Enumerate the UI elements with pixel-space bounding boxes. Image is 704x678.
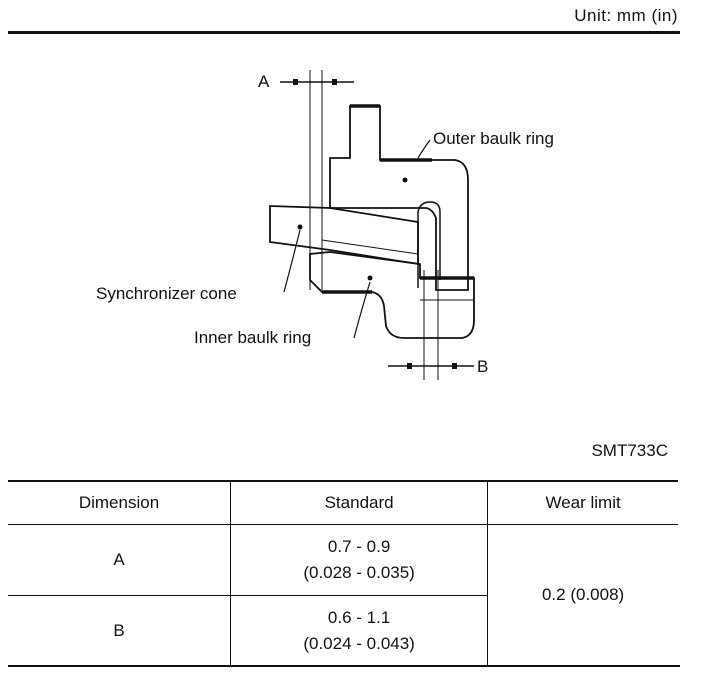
header-standard: Standard bbox=[229, 480, 489, 525]
outer-ring-leader bbox=[417, 139, 431, 159]
figure-ref: SMT733C bbox=[591, 441, 668, 460]
bottom-rule bbox=[8, 665, 680, 667]
dim-b-tick-right bbox=[452, 363, 457, 369]
outer-baulk-ring-shape bbox=[329, 105, 469, 291]
row-b-standard: 0.6 - 1.1 (0.024 - 0.043) bbox=[229, 595, 488, 666]
sync-cone-leader bbox=[283, 229, 301, 293]
header-wear-limit: Wear limit bbox=[487, 480, 678, 525]
inner-ring-leader bbox=[353, 281, 371, 339]
cone-dot bbox=[297, 224, 303, 230]
outer-ring-dot bbox=[402, 177, 408, 183]
synchronizer-cone-shape bbox=[269, 205, 419, 266]
row-a-standard-in: (0.028 - 0.035) bbox=[303, 563, 415, 582]
inner-ring-label: Inner baulk ring bbox=[194, 328, 311, 347]
cone-taper-line bbox=[321, 239, 419, 255]
unit-label: Unit: mm (in) bbox=[574, 6, 678, 25]
header-dimension: Dimension bbox=[8, 480, 231, 525]
baulk-ring-diagram: A B Outer baulk ring Synchronizer cone I… bbox=[96, 70, 554, 380]
outer-ring-inner-slot bbox=[417, 201, 441, 288]
top-rule bbox=[8, 31, 680, 34]
inner-baulk-ring-shape bbox=[309, 251, 475, 339]
dim-a-tick-left bbox=[293, 79, 298, 85]
row-b-standard-mm: 0.6 - 1.1 bbox=[327, 608, 391, 627]
wear-limit-value: 0.2 (0.008) bbox=[487, 524, 678, 667]
dim-b-label: B bbox=[477, 357, 488, 376]
row-a-standard-mm: 0.7 - 0.9 bbox=[327, 537, 391, 556]
dim-a-tick-right bbox=[332, 79, 337, 85]
row-b-standard-in: (0.024 - 0.043) bbox=[303, 634, 415, 653]
dim-b-tick-left bbox=[407, 363, 412, 369]
inner-ring-dot bbox=[367, 275, 373, 281]
outer-ring-label: Outer baulk ring bbox=[433, 129, 554, 148]
row-a-standard: 0.7 - 0.9 (0.028 - 0.035) bbox=[229, 524, 489, 596]
dim-a-label: A bbox=[258, 72, 270, 91]
sync-cone-label: Synchronizer cone bbox=[96, 284, 237, 303]
row-a-dimension: A bbox=[8, 524, 231, 596]
table-row: B 0.6 - 1.1 (0.024 - 0.043) bbox=[8, 595, 678, 666]
row-b-dimension: B bbox=[8, 595, 231, 666]
table-header-row: Dimension Standard Wear limit bbox=[8, 480, 678, 525]
spec-table: Dimension Standard Wear limit A 0.7 - 0.… bbox=[8, 480, 678, 667]
table-row: A 0.7 - 0.9 (0.028 - 0.035) 0.2 (0.008) bbox=[8, 524, 678, 667]
